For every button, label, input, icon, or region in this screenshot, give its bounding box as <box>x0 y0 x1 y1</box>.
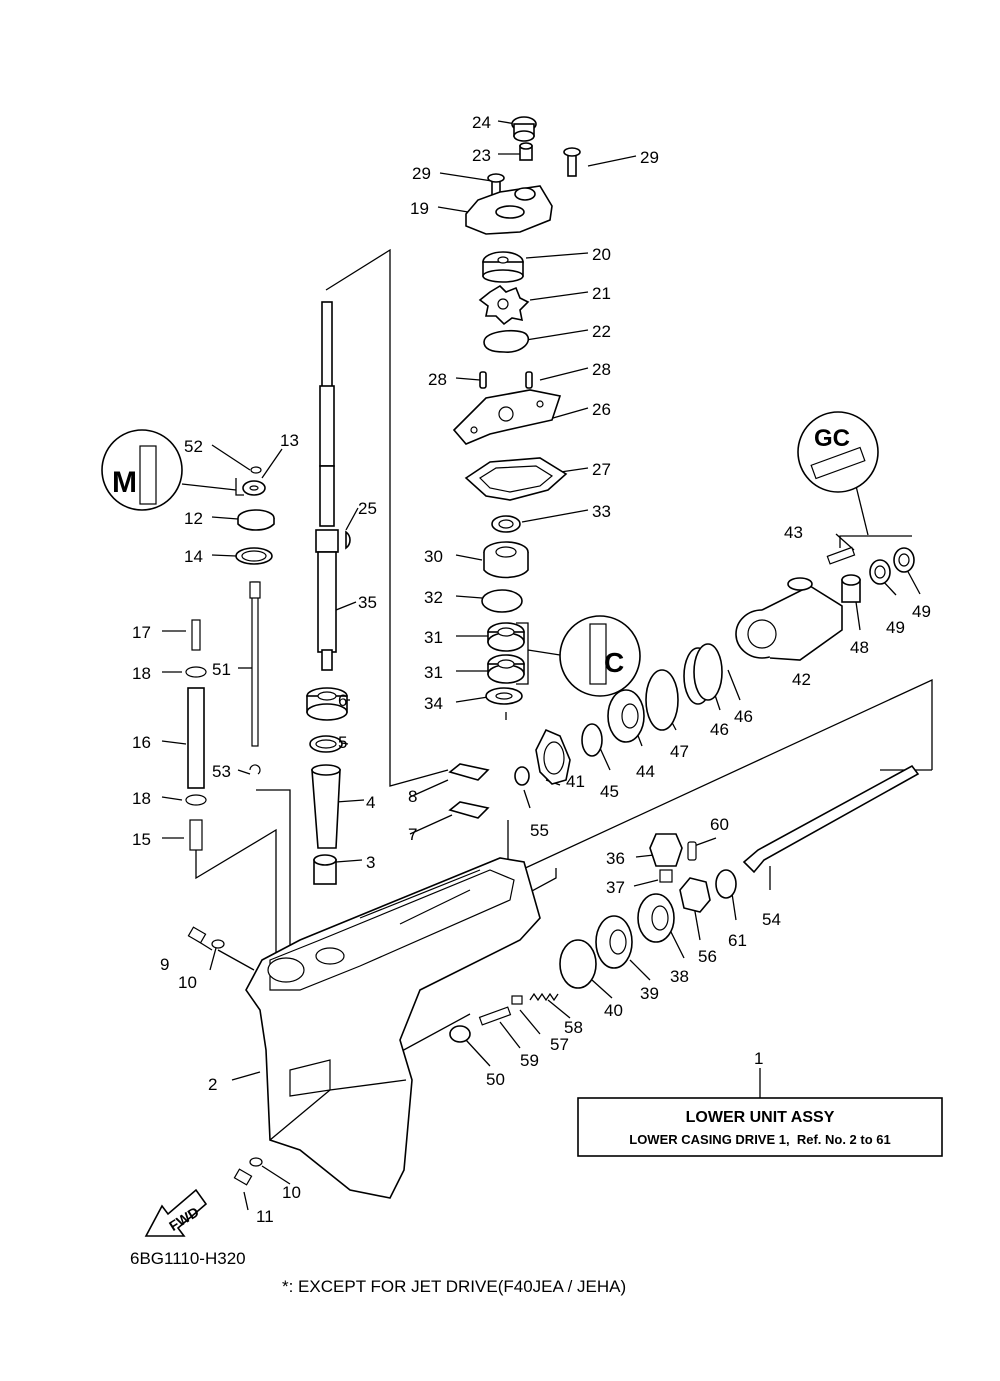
callout-19: 19 <box>410 199 429 218</box>
callout-21: 21 <box>592 284 611 303</box>
callout-49-right: 49 <box>912 602 931 621</box>
callout-5: 5 <box>338 733 347 752</box>
callout-29-left: 29 <box>412 164 431 183</box>
fwd-arrow: FWD <box>144 1188 208 1237</box>
footnote: *: EXCEPT FOR JET DRIVE(F40JEA / JEHA) <box>282 1277 626 1296</box>
callout-28-left: 28 <box>428 370 447 389</box>
callout-47: 47 <box>670 742 689 761</box>
callout-16: 16 <box>132 733 151 752</box>
callout-33: 33 <box>592 502 611 521</box>
callout-48: 48 <box>850 638 869 657</box>
callout-44: 44 <box>636 762 655 781</box>
callout-55: 55 <box>530 821 549 840</box>
callout-60: 60 <box>710 815 729 834</box>
callout-37: 37 <box>606 878 625 897</box>
callout-8: 8 <box>408 787 417 806</box>
m-symbol-callout: M <box>101 429 237 511</box>
callout-42: 42 <box>792 670 811 689</box>
callout-13: 13 <box>280 431 299 450</box>
assembly-callout: 1 LOWER UNIT ASSY LOWER CASING DRIVE 1, … <box>577 1049 943 1157</box>
callout-39: 39 <box>640 984 659 1003</box>
callout-10-top: 10 <box>178 973 197 992</box>
callout-54: 54 <box>762 910 781 929</box>
callout-51: 51 <box>212 660 231 679</box>
callout-22: 22 <box>592 322 611 341</box>
callout-57: 57 <box>550 1035 569 1054</box>
callout-labels: 24 23 29 29 19 20 21 22 28 28 26 27 33 3… <box>132 113 931 1226</box>
callout-32: 32 <box>424 588 443 607</box>
callout-28-right: 28 <box>592 360 611 379</box>
callout-56: 56 <box>698 947 717 966</box>
callout-14: 14 <box>184 547 203 566</box>
callout-36: 36 <box>606 849 625 868</box>
callout-10-bottom: 10 <box>282 1183 301 1202</box>
gc-symbol-callout: GC <box>797 411 879 493</box>
gc-mark: GC <box>814 425 850 452</box>
callout-18-top: 18 <box>132 664 151 683</box>
callout-7: 7 <box>408 825 417 844</box>
c-mark: C <box>604 647 624 678</box>
part-drawings <box>185 116 920 1199</box>
c-symbol-callout: C <box>559 615 641 697</box>
callout-38: 38 <box>670 967 689 986</box>
callout-49-left: 49 <box>886 618 905 637</box>
callout-15: 15 <box>132 830 151 849</box>
callout-43: 43 <box>784 523 803 542</box>
callout-18-bottom: 18 <box>132 789 151 808</box>
callout-25: 25 <box>358 499 377 518</box>
callout-2: 2 <box>208 1075 217 1094</box>
callout-50: 50 <box>486 1070 505 1089</box>
m-mark: M <box>112 466 137 499</box>
callout-30: 30 <box>424 547 443 566</box>
callout-20: 20 <box>592 245 611 264</box>
callout-27: 27 <box>592 460 611 479</box>
assembly-callout-number: 1 <box>754 1049 763 1068</box>
callout-53: 53 <box>212 762 231 781</box>
callout-4: 4 <box>366 793 375 812</box>
assembly-subtitle: LOWER CASING DRIVE 1, Ref. No. 2 to 61 <box>629 1132 890 1147</box>
drawing-code: 6BG1110-H320 <box>130 1249 246 1268</box>
callout-29-right: 29 <box>640 148 659 167</box>
callout-11: 11 <box>256 1207 274 1226</box>
callout-17: 17 <box>132 623 151 642</box>
callout-34: 34 <box>424 694 443 713</box>
callout-24: 24 <box>472 113 491 132</box>
callout-3: 3 <box>366 853 375 872</box>
callout-35: 35 <box>358 593 377 612</box>
callout-31-bottom: 31 <box>424 663 443 682</box>
callout-31-top: 31 <box>424 628 443 647</box>
assembly-title: LOWER UNIT ASSY <box>686 1109 835 1126</box>
callout-59: 59 <box>520 1051 539 1070</box>
callout-23: 23 <box>472 146 491 165</box>
callout-26: 26 <box>592 400 611 419</box>
callout-46-right: 46 <box>734 707 753 726</box>
callout-40: 40 <box>604 1001 623 1020</box>
callout-41: 41 <box>566 772 585 791</box>
callout-46-left: 46 <box>710 720 729 739</box>
callout-6: 6 <box>338 691 347 710</box>
callout-12: 12 <box>184 509 203 528</box>
callout-45: 45 <box>600 782 619 801</box>
callout-61: 61 <box>728 931 747 950</box>
leader-lines <box>161 120 933 1211</box>
callout-9: 9 <box>160 955 169 974</box>
callout-58: 58 <box>564 1018 583 1037</box>
callout-52: 52 <box>184 437 203 456</box>
